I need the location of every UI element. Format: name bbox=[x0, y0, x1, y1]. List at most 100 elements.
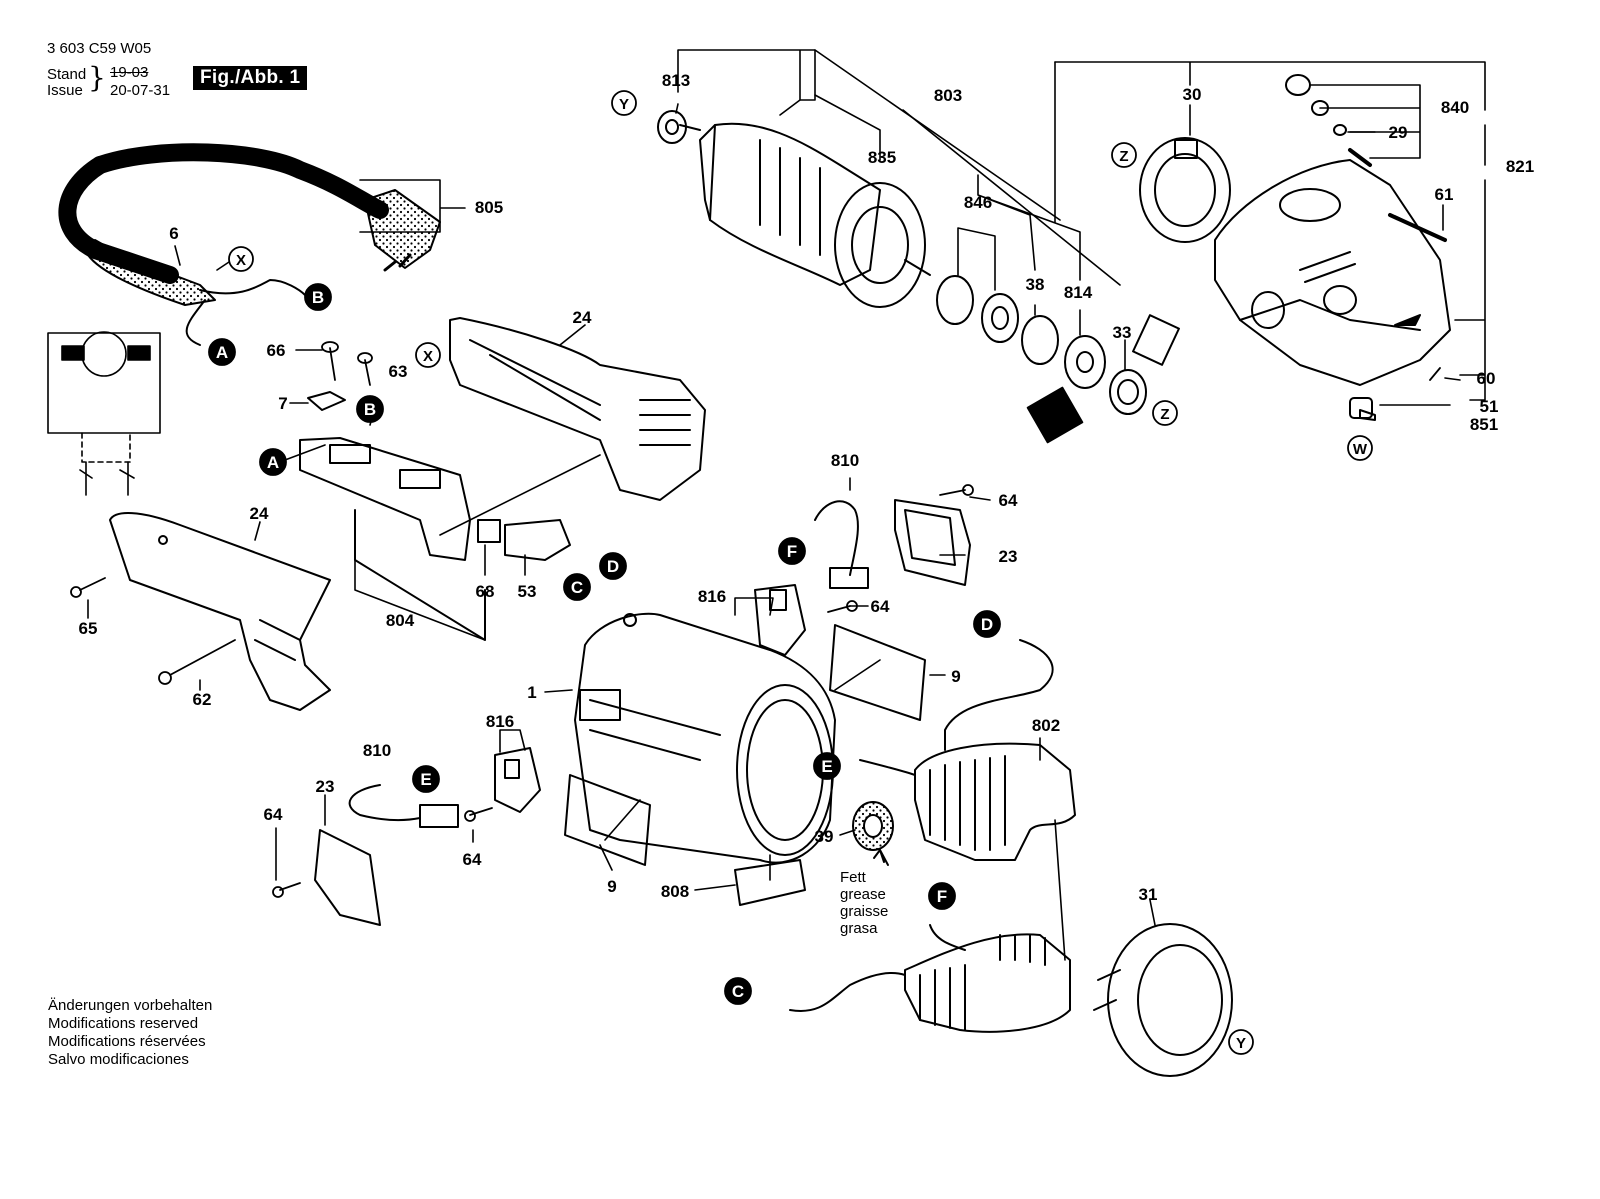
part-label-1: 1 bbox=[527, 683, 536, 702]
handle-24-lower-drawing bbox=[109, 512, 331, 711]
carbon-brush-upper-drawing bbox=[829, 567, 869, 589]
callout-letter: C bbox=[571, 578, 583, 597]
part-label-835: 835 bbox=[868, 148, 896, 167]
field-coil-upper-drawing bbox=[914, 742, 1076, 861]
part-label-53: 53 bbox=[518, 582, 537, 601]
callout-X-outlined: X bbox=[415, 342, 441, 368]
handle-24-top-drawing bbox=[449, 317, 706, 501]
callout-W-outlined: W bbox=[1347, 435, 1373, 461]
switch-804-drawing bbox=[299, 437, 571, 641]
screws-drawing bbox=[70, 215, 1446, 898]
wiring-schematic bbox=[47, 331, 161, 496]
gear-housing-drawing bbox=[1214, 74, 1451, 421]
lead-E-drawing bbox=[859, 759, 916, 776]
callout-letter: A bbox=[267, 453, 279, 472]
part-label-64: 64 bbox=[463, 850, 482, 869]
part-label-6: 6 bbox=[169, 224, 178, 243]
callout-letter: B bbox=[312, 288, 324, 307]
part-label-802: 802 bbox=[1032, 716, 1060, 735]
part-label-24: 24 bbox=[250, 504, 269, 523]
field-coil-lower-drawing bbox=[904, 933, 1071, 1033]
callout-D-filled: D bbox=[973, 610, 1001, 638]
callout-letter: W bbox=[1353, 441, 1368, 458]
part-label-7: 7 bbox=[278, 394, 287, 413]
part-label-30: 30 bbox=[1183, 85, 1202, 104]
part-label-808: 808 bbox=[661, 882, 689, 901]
callout-letter: A bbox=[216, 343, 228, 362]
power-cord-drawing bbox=[58, 143, 441, 346]
callout-F-filled: F bbox=[928, 882, 956, 910]
footer-note-fr: Modifications réservées bbox=[48, 1033, 206, 1050]
callout-B-filled: B bbox=[304, 283, 332, 311]
part-label-31: 31 bbox=[1139, 885, 1158, 904]
callout-letter: D bbox=[981, 615, 993, 634]
callout-Z-outlined: Z bbox=[1111, 142, 1137, 168]
footer-note-es: Salvo modificaciones bbox=[48, 1051, 189, 1068]
part-label-814: 814 bbox=[1064, 283, 1093, 302]
grease-note-en: grease bbox=[840, 886, 886, 903]
leader-lines bbox=[87, 49, 1486, 961]
part-label-816: 816 bbox=[486, 712, 514, 731]
callout-E-filled: E bbox=[813, 752, 841, 780]
part-label-821: 821 bbox=[1506, 157, 1534, 176]
callout-letter: E bbox=[420, 770, 431, 789]
part-label-840: 840 bbox=[1441, 98, 1469, 117]
end-shield-31-drawing bbox=[1093, 923, 1233, 1077]
callout-B-filled: B bbox=[356, 395, 384, 423]
part-label-813: 813 bbox=[662, 71, 690, 90]
part-label-846: 846 bbox=[964, 193, 992, 212]
part-label-29: 29 bbox=[1389, 123, 1408, 142]
callout-E-filled: E bbox=[412, 765, 440, 793]
part-label-60: 60 bbox=[1477, 369, 1496, 388]
callout-letter: Y bbox=[619, 96, 629, 113]
part-label-64: 64 bbox=[264, 805, 283, 824]
brush-holder-upper-drawing bbox=[754, 584, 806, 656]
bearing-rings bbox=[936, 275, 1180, 444]
part-label-9: 9 bbox=[951, 667, 960, 686]
part-label-39: 39 bbox=[815, 827, 834, 846]
part-label-816: 816 bbox=[698, 587, 726, 606]
part-label-24: 24 bbox=[573, 308, 592, 327]
part-label-68: 68 bbox=[476, 582, 495, 601]
callout-F-filled: F bbox=[778, 537, 806, 565]
flange-30-drawing bbox=[1139, 137, 1231, 243]
grease-note-es: grasa bbox=[840, 920, 878, 937]
document-number: 3 603 C59 W05 bbox=[47, 40, 152, 57]
callout-Y-outlined: Y bbox=[1228, 1029, 1254, 1055]
callout-C-filled: C bbox=[563, 573, 591, 601]
label-808-drawing bbox=[734, 859, 806, 906]
armature-drawing bbox=[657, 110, 931, 308]
grease-note-fr: graisse bbox=[840, 903, 888, 920]
cable-810-lower-drawing bbox=[348, 784, 421, 822]
callout-X-outlined: X bbox=[228, 246, 254, 272]
bearing-39-drawing bbox=[852, 801, 894, 851]
stand-date: 19-03 bbox=[110, 64, 149, 81]
part-label-851: 851 bbox=[1470, 415, 1498, 434]
plate-9-upper-drawing bbox=[829, 624, 926, 721]
callout-letter: F bbox=[787, 542, 797, 561]
part-label-810: 810 bbox=[831, 451, 859, 470]
cable-810-upper-drawing bbox=[814, 500, 859, 576]
part-label-33: 33 bbox=[1113, 323, 1132, 342]
brush-cap-lower-drawing bbox=[314, 829, 381, 926]
callout-letter: X bbox=[423, 348, 433, 365]
callout-Y-outlined: Y bbox=[611, 90, 637, 116]
part-label-23: 23 bbox=[999, 547, 1018, 566]
part-label-803: 803 bbox=[934, 86, 962, 105]
lead-D-drawing bbox=[944, 639, 1054, 751]
callout-letter: B bbox=[364, 400, 376, 419]
part-label-61: 61 bbox=[1435, 185, 1454, 204]
brush-cap-upper-drawing bbox=[894, 499, 971, 586]
motor-housing-drawing bbox=[574, 612, 836, 864]
callout-letter: Y bbox=[1236, 1035, 1246, 1052]
lead-C-drawing bbox=[789, 972, 906, 1012]
callout-C-filled: C bbox=[724, 977, 752, 1005]
part-label-62: 62 bbox=[193, 690, 212, 709]
callout-A-filled: A bbox=[208, 338, 236, 366]
lead-F-drawing bbox=[929, 924, 966, 951]
stand-label: Stand bbox=[47, 66, 87, 83]
callout-letter: Z bbox=[1119, 148, 1128, 165]
callout-letter: F bbox=[937, 887, 947, 906]
clip-7-drawing bbox=[307, 391, 346, 411]
